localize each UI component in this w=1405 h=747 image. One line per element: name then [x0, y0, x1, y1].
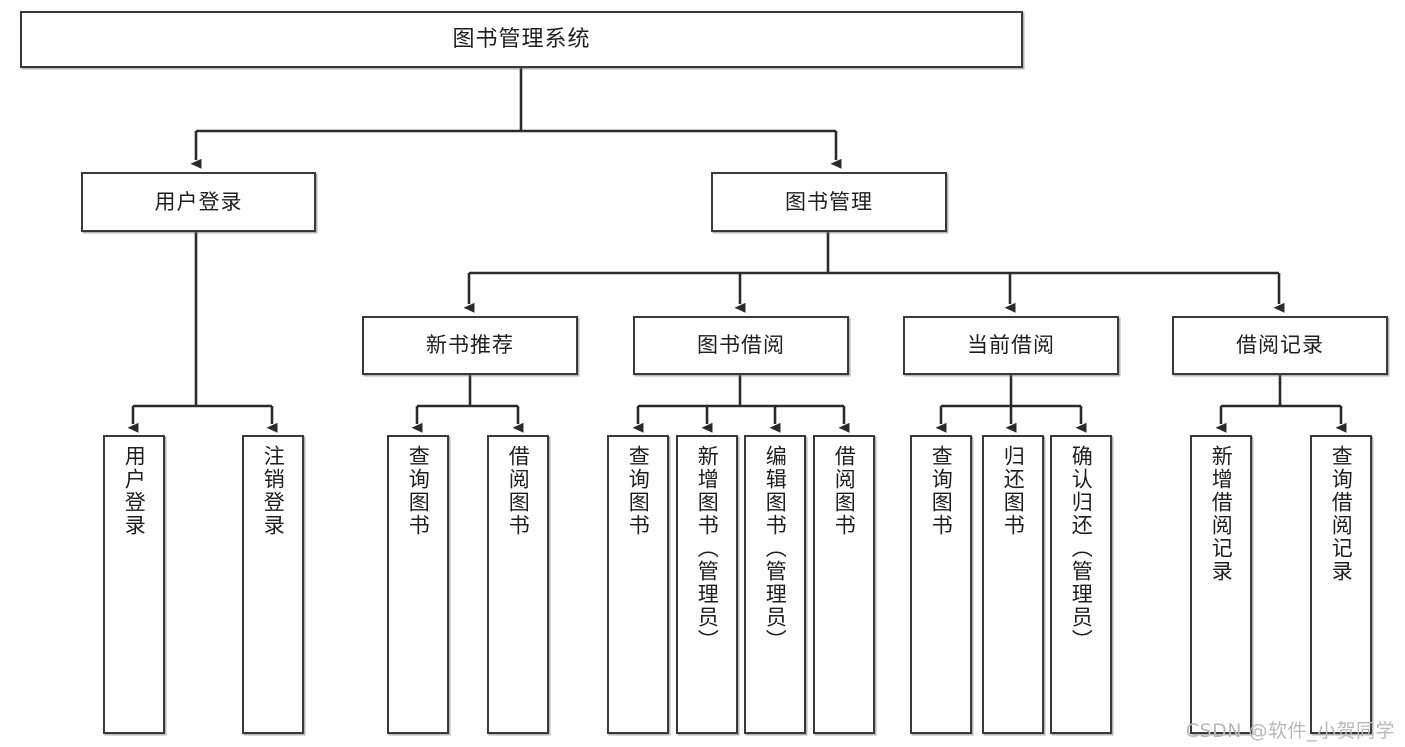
- node-label: 借阅记录: [1236, 333, 1324, 358]
- node-label: 图书借阅: [697, 333, 785, 358]
- node-root-system[interactable]: 图书管理系统: [20, 11, 1023, 68]
- node-user-login[interactable]: 用户登录: [81, 172, 316, 232]
- node-label: 用户登录: [154, 189, 243, 214]
- node-label: 归还图书: [1001, 445, 1026, 537]
- node-label: 图书管理: [785, 189, 873, 214]
- leaf-return-book[interactable]: 归还图书: [982, 435, 1044, 734]
- node-current-borrow[interactable]: 当前借阅: [903, 316, 1119, 375]
- node-label: 图书管理系统: [452, 26, 591, 52]
- node-label: 注销登录: [261, 445, 286, 537]
- node-label: 查询图书: [626, 445, 651, 537]
- leaf-query-book-2[interactable]: 查询图书: [607, 435, 669, 734]
- node-label: 查询图书: [929, 445, 954, 537]
- node-label: 确认归还（管理员）: [1069, 445, 1094, 652]
- leaf-edit-book-admin[interactable]: 编辑图书（管理员）: [744, 435, 806, 734]
- node-label: 新增图书（管理员）: [695, 445, 720, 652]
- leaf-add-borrow-record[interactable]: 新增借阅记录: [1190, 435, 1252, 734]
- leaf-query-book-3[interactable]: 查询图书: [910, 435, 972, 734]
- node-label: 新增借阅记录: [1209, 445, 1234, 583]
- leaf-add-book-admin[interactable]: 新增图书（管理员）: [676, 435, 738, 734]
- node-borrow-record[interactable]: 借阅记录: [1172, 316, 1388, 375]
- leaf-user-login[interactable]: 用户登录: [103, 435, 165, 734]
- leaf-confirm-return[interactable]: 确认归还（管理员）: [1050, 435, 1112, 734]
- leaf-logout[interactable]: 注销登录: [242, 435, 304, 734]
- watermark: CSDN @软件_小贺同学: [1185, 720, 1395, 742]
- node-label: 新书推荐: [426, 333, 514, 358]
- node-book-manage[interactable]: 图书管理: [711, 172, 947, 232]
- node-label: 查询图书: [406, 445, 431, 537]
- leaf-query-book-1[interactable]: 查询图书: [387, 435, 449, 734]
- node-new-book-recommend[interactable]: 新书推荐: [362, 316, 578, 375]
- node-label: 用户登录: [122, 445, 147, 537]
- leaf-borrow-book-1[interactable]: 借阅图书: [487, 435, 549, 734]
- node-label: 查询借阅记录: [1329, 445, 1354, 583]
- leaf-query-borrow-record[interactable]: 查询借阅记录: [1310, 435, 1372, 734]
- node-label: 借阅图书: [506, 445, 531, 537]
- node-label: 借阅图书: [832, 445, 857, 537]
- node-label: 编辑图书（管理员）: [763, 445, 788, 652]
- node-book-borrow[interactable]: 图书借阅: [633, 316, 849, 375]
- leaf-borrow-book-2[interactable]: 借阅图书: [813, 435, 875, 734]
- node-label: 当前借阅: [967, 333, 1055, 358]
